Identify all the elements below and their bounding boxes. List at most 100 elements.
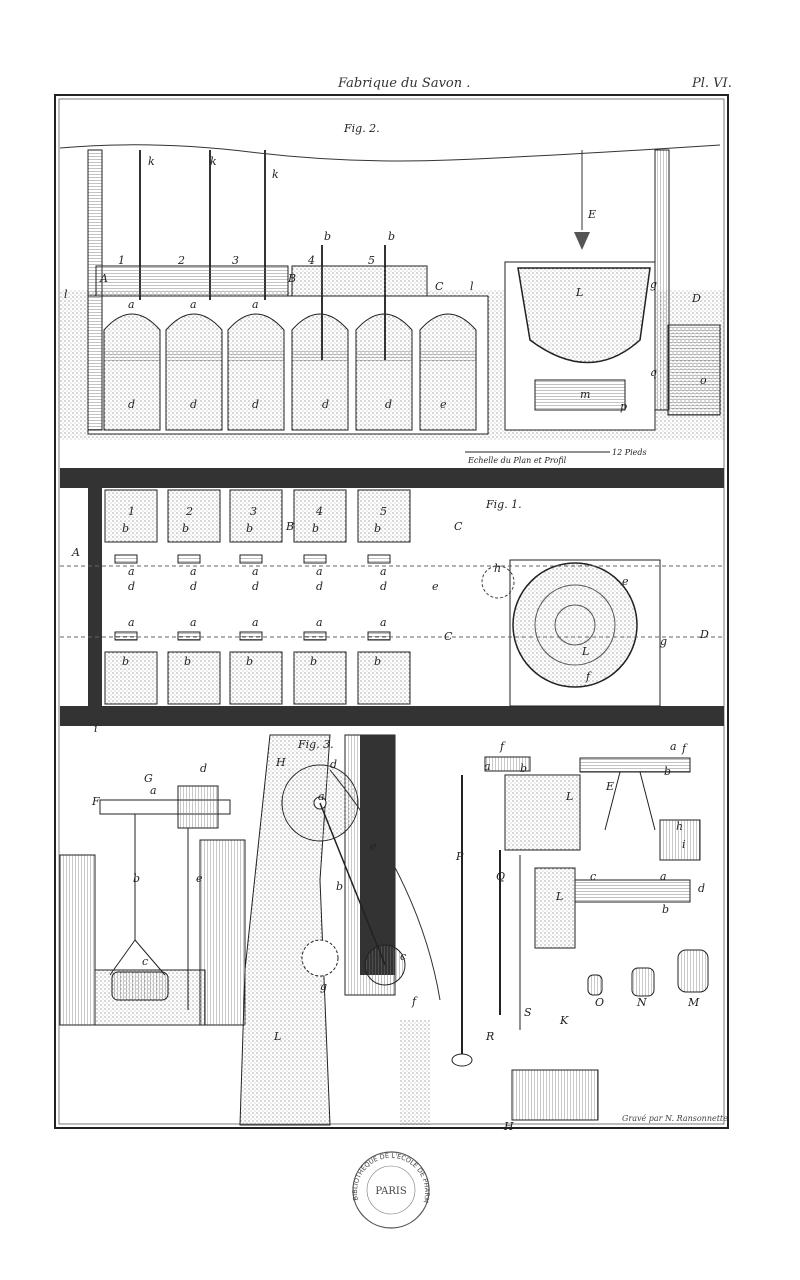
vat-plan <box>293 651 347 705</box>
fig2-letter-label: k <box>210 155 217 168</box>
fig3-letter-label: d <box>330 758 337 771</box>
fig2-letter-label: d <box>385 398 392 411</box>
fig3-letter-label: h <box>676 820 683 833</box>
fig2-letter-label: d <box>128 398 135 411</box>
boiler-cauldron <box>517 267 651 364</box>
fig1-letter-label: a <box>252 565 259 578</box>
fig3-letter-label: i <box>682 838 686 851</box>
vat-plan <box>104 651 158 705</box>
fig2-letter-label: d <box>190 398 197 411</box>
vat <box>419 313 477 431</box>
fig1-letter-label: e <box>622 575 629 588</box>
fig2-letter-label: o <box>700 374 707 387</box>
fig1-letter-label: a <box>252 616 259 629</box>
fig1-letter-label: d <box>316 580 323 593</box>
fig1-letter-label: B <box>285 520 294 533</box>
fig2-letter-label: b <box>388 230 395 243</box>
fig1-letter-label: D <box>699 628 709 641</box>
vat-plan <box>104 489 158 543</box>
fig2-letter-label: l <box>64 288 68 301</box>
fig3-letter-label: Q <box>496 870 505 883</box>
fig1-letter-label: b <box>184 655 191 668</box>
fig3-letter-label: L <box>273 1030 281 1043</box>
fig3-letter-label: a <box>660 870 667 883</box>
fig1-letter-label: d <box>128 580 135 593</box>
fig2-letter-label: k <box>148 155 155 168</box>
fig3-letter-label: a <box>318 790 325 803</box>
fig3-letter-label: a <box>150 784 157 797</box>
fig2-letter-label: D <box>691 292 701 305</box>
fig1-letter-label: b <box>122 655 129 668</box>
fig3-letter-label: G <box>144 772 153 785</box>
fig3-letter-label: M <box>687 996 700 1009</box>
fig2-letter-label: C <box>435 280 444 293</box>
fig1-letter-label: a <box>316 616 323 629</box>
figure-3-details <box>59 734 709 1126</box>
fig2-letter-label: E <box>587 208 596 221</box>
plate-title: Fabrique du Savon . <box>338 76 471 91</box>
fig1-letter-label: a <box>190 616 197 629</box>
fig3-letter-label: F <box>91 795 100 808</box>
vat <box>165 313 223 431</box>
fig2-letter-label: 2 <box>177 254 185 267</box>
fig1-letter-label: b <box>122 522 129 535</box>
fig1-letter-label: b <box>246 522 253 535</box>
vat-plan <box>357 489 411 543</box>
fig1-letter-label: C <box>444 630 453 643</box>
fig1-letter-label: h <box>494 562 501 575</box>
fig1-letter-label: a <box>316 565 323 578</box>
fig3-letter-label: H <box>275 756 286 769</box>
fig3-letter-label: H <box>503 1120 514 1133</box>
fig1-letter-label: b <box>246 655 253 668</box>
fig3-letter-label: c <box>400 950 406 963</box>
fig2-letter-label: k <box>272 168 279 181</box>
fig1-letter-label: f <box>585 670 592 683</box>
fig2-letter-label: d <box>252 398 259 411</box>
figure-2-section <box>59 144 724 453</box>
fig3-letter-label: K <box>559 1014 569 1027</box>
fig3-letter-label: b <box>520 762 527 775</box>
fig2-letter-label: p <box>620 400 627 413</box>
fig1-caption: Fig. 1. <box>485 498 522 511</box>
fig1-letter-label: b <box>312 522 319 535</box>
fig3-letter-label: c <box>142 955 148 968</box>
fig1-letter-label: 3 <box>250 505 257 518</box>
fig1-letter-label: d <box>190 580 197 593</box>
fig3-letter-label: e <box>370 840 377 853</box>
fig1-letter-label: 5 <box>380 505 387 518</box>
vat <box>355 313 413 431</box>
fig1-letter-label: b <box>374 522 381 535</box>
fig2-letter-label: a <box>190 298 197 311</box>
fig3-letter-label: a <box>484 760 491 773</box>
vat-plan <box>167 489 221 543</box>
vat-plan <box>293 489 347 543</box>
fig2-letter-label: b <box>324 230 331 243</box>
fig1-letter-label: 4 <box>315 505 323 518</box>
fig3-letter-label: S <box>524 1006 532 1019</box>
fig2-letter-label: A <box>99 272 108 285</box>
fig2-letter-label: a <box>128 298 135 311</box>
fig3-letter-label: b <box>664 765 671 778</box>
figure-1-plan <box>60 468 724 726</box>
scale-caption: Echelle du Plan et Profil <box>467 456 567 465</box>
fig1-letter-label: 2 <box>185 505 193 518</box>
fig2-letter-label: g <box>650 278 657 291</box>
fig1-letter-label: d <box>252 580 259 593</box>
fig1-letter-label: b <box>310 655 317 668</box>
fig3-letter-label: O <box>595 996 604 1009</box>
fig2-letter-label: 5 <box>368 254 375 267</box>
fig1-letter-label: a <box>128 616 135 629</box>
vat-plan <box>229 651 283 705</box>
fig2-letter-label: L <box>575 286 583 299</box>
plate-border <box>54 94 729 1129</box>
fig3-letter-label: b <box>336 880 343 893</box>
vat <box>103 313 161 431</box>
vat <box>227 313 285 431</box>
fig1-letter-label: a <box>128 565 135 578</box>
fig3-letter-label: c <box>590 870 596 883</box>
plate-inner-border <box>58 98 725 1125</box>
fig3-letter-label: b <box>133 872 140 885</box>
cauldron-plan <box>512 562 638 688</box>
fig3-letter-label: f <box>411 995 418 1008</box>
fig1-letter-label: L <box>581 645 589 658</box>
